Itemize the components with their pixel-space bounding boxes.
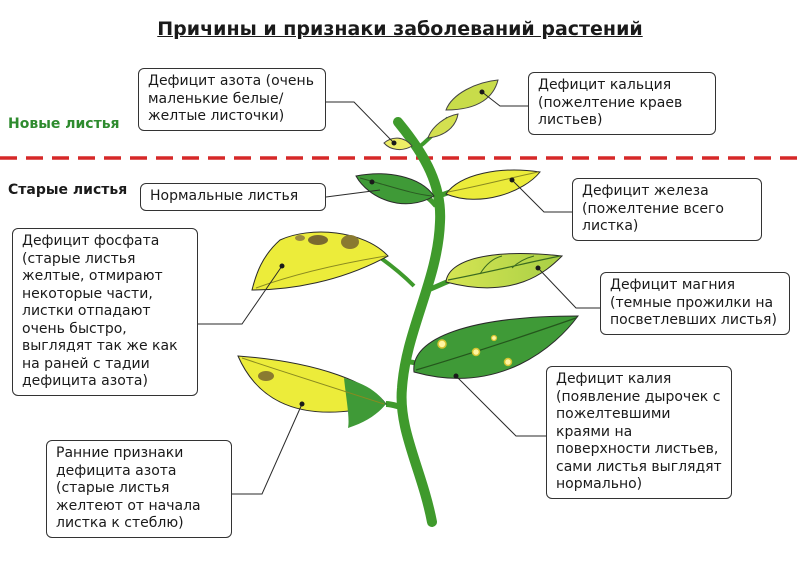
nitrogen-spot <box>258 371 274 381</box>
leader-lines <box>198 91 604 495</box>
callout-potassium: Дефицит калия (появление дырочек с пожел… <box>546 366 732 499</box>
zone-label-new-leaves: Новые листья <box>8 116 120 132</box>
callout-iron: Дефицит железа (пожелтение всего листка) <box>572 178 762 241</box>
phosphate-spot <box>295 235 305 241</box>
leaf-iron <box>445 169 541 200</box>
callout-nitrogen-new: Дефицит азота (очень маленькие белые/ же… <box>138 68 326 131</box>
page-title: Причины и признаки заболеваний растений <box>157 18 643 40</box>
phosphate-spot <box>341 235 359 249</box>
callout-magnesium: Дефицит магния (темные прожилки на посве… <box>600 272 790 335</box>
potassium-hole <box>490 334 498 342</box>
callout-normal: Нормальные листья <box>140 183 326 211</box>
plant-stem <box>393 117 446 527</box>
leaf-normal <box>355 173 435 205</box>
potassium-hole <box>437 339 447 349</box>
leaf-vein <box>241 357 385 405</box>
leaf-vein <box>447 255 561 281</box>
stem-branch <box>385 401 405 411</box>
leaf-vein <box>359 177 433 197</box>
leaf-calcium-small <box>427 113 459 139</box>
leader-dots <box>279 89 541 407</box>
leaf-vein <box>447 171 539 193</box>
leaf-nitrogen-early-green <box>344 378 386 428</box>
callout-nitrogen-early: Ранние признаки дефицита азота (старые л… <box>46 440 232 538</box>
leaf-vein <box>479 255 503 275</box>
potassium-hole <box>503 357 513 367</box>
potassium-hole <box>471 347 481 357</box>
leaf-vein <box>415 317 577 371</box>
zone-label-old-leaves: Старые листья <box>8 182 128 198</box>
callout-calcium: Дефицит кальция (пожелтение краев листье… <box>528 72 716 135</box>
leaf-calcium <box>445 79 499 111</box>
callout-phosphate: Дефицит фосфата (старые листья желтые, о… <box>12 228 198 396</box>
phosphate-spot <box>308 235 328 245</box>
leaf-nitrogen-new <box>383 137 413 151</box>
leaf-vein <box>511 255 535 269</box>
